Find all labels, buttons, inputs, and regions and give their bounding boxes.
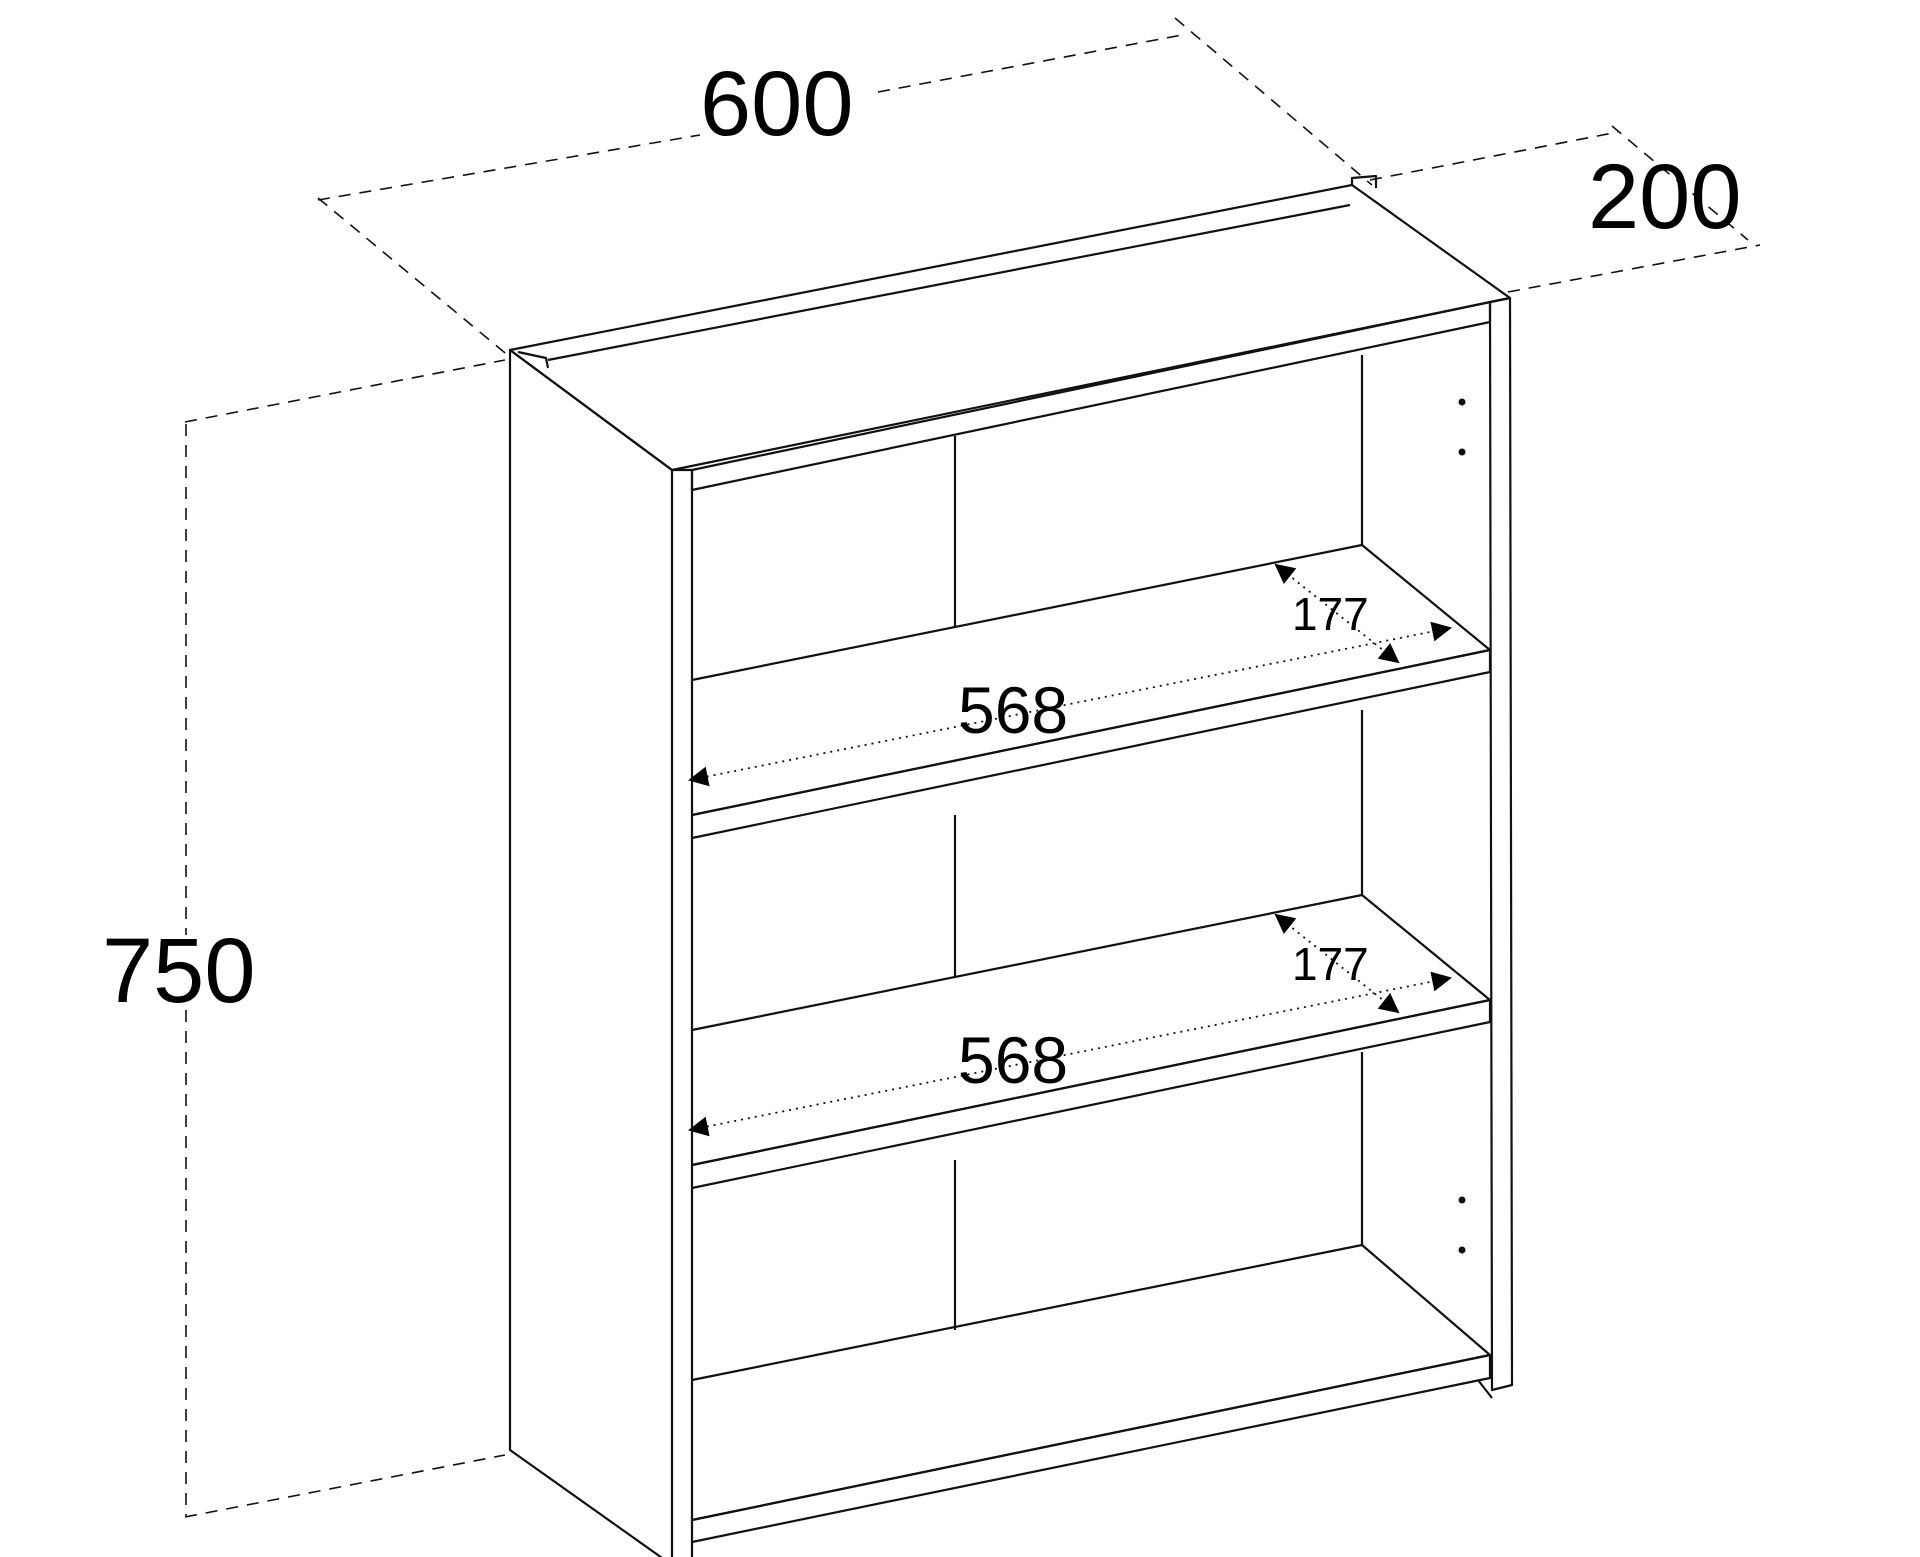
shelf-2-top <box>691 893 1492 1167</box>
dimension-labels: 600 200 750 568 177 568 177 <box>102 53 1742 1097</box>
shelf-2-width-label: 568 <box>958 1023 1068 1097</box>
right-top-notch <box>1350 174 1378 188</box>
width-dimension-line-left <box>317 134 701 201</box>
shelf-1-depth-label: 177 <box>1292 588 1369 640</box>
width-dimension-line-right <box>877 34 1183 93</box>
depth-extension-top <box>1369 131 1619 181</box>
pin-hole <box>1458 398 1466 406</box>
dimension-lines <box>184 17 1761 1518</box>
shelf-1-width-arrow <box>688 621 1452 787</box>
shelf-1-front <box>691 648 1492 840</box>
left-side-panel <box>508 348 674 1557</box>
shelf-2-depth-label: 177 <box>1292 938 1369 990</box>
depth-dimension-line <box>1611 125 1749 241</box>
bookshelf <box>508 174 1514 1557</box>
width-extension-left <box>317 197 511 358</box>
top-board-front-face <box>690 300 1492 492</box>
height-extension-bottom <box>184 1454 506 1518</box>
shelf-1-depth-arrow <box>1274 563 1400 664</box>
top-board-back-edge <box>547 203 1351 362</box>
shelf-2-depth-arrow <box>1274 913 1400 1014</box>
right-side-panel-edge <box>1488 296 1514 1392</box>
height-label: 750 <box>102 920 256 1022</box>
shelf-1-width-label: 568 <box>958 673 1068 747</box>
pin-hole <box>1458 448 1466 456</box>
bottom-right-foot <box>1477 1379 1493 1399</box>
left-top-notch <box>517 350 550 369</box>
shelf-2-front <box>691 998 1492 1190</box>
depth-extension-bottom <box>1507 244 1761 293</box>
pin-hole <box>1458 1246 1466 1254</box>
left-side-panel-edge <box>672 468 694 1557</box>
bottom-board-top <box>691 1243 1492 1522</box>
depth-label: 200 <box>1588 146 1742 248</box>
pin-hole <box>1458 1196 1466 1204</box>
interior-dimensions <box>688 563 1452 1137</box>
shelf-2-width-arrow <box>688 971 1452 1137</box>
width-label: 600 <box>700 53 854 155</box>
height-extension-top <box>184 359 506 423</box>
width-extension-right <box>1174 17 1373 186</box>
bottom-board-front <box>691 1353 1492 1544</box>
top-board <box>508 183 1512 472</box>
shelf-1-top <box>691 543 1492 817</box>
